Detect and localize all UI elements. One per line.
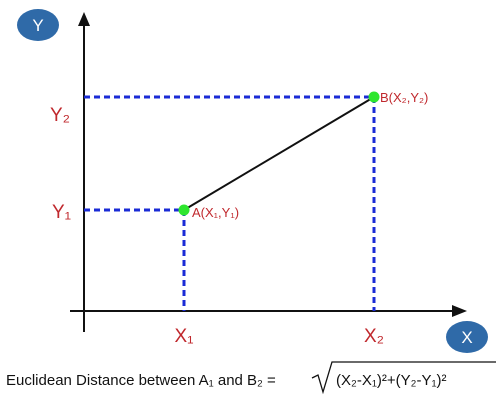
y-tick-y1: Y₁ [52,202,71,223]
point-a-label: A(X₁,Y₁) [192,205,239,220]
x-tick-x2: X₂ [364,326,384,347]
y-axis-badge-label: Y [32,16,43,35]
x-tick-x1: X₁ [174,326,193,347]
point-a-marker [178,204,190,216]
y-tick-y2: Y₂ [50,105,70,126]
x-axis-badge: X [446,321,488,353]
sqrt-sign [311,361,496,395]
x-axis-arrowhead [452,305,467,317]
formula-prefix: Euclidean Distance between A₁ and B₂ = [6,372,276,389]
y-axis-arrowhead [78,12,90,26]
point-b-marker [368,91,380,103]
x-axis-badge-label: X [461,328,472,347]
distance-segment [183,96,375,211]
y-axis-badge: Y [17,9,59,41]
formula-radicand: (X₂-X₁)²+(Y₂-Y₁)² [336,372,447,389]
point-b-label: B(X₂,Y₂) [380,90,428,105]
